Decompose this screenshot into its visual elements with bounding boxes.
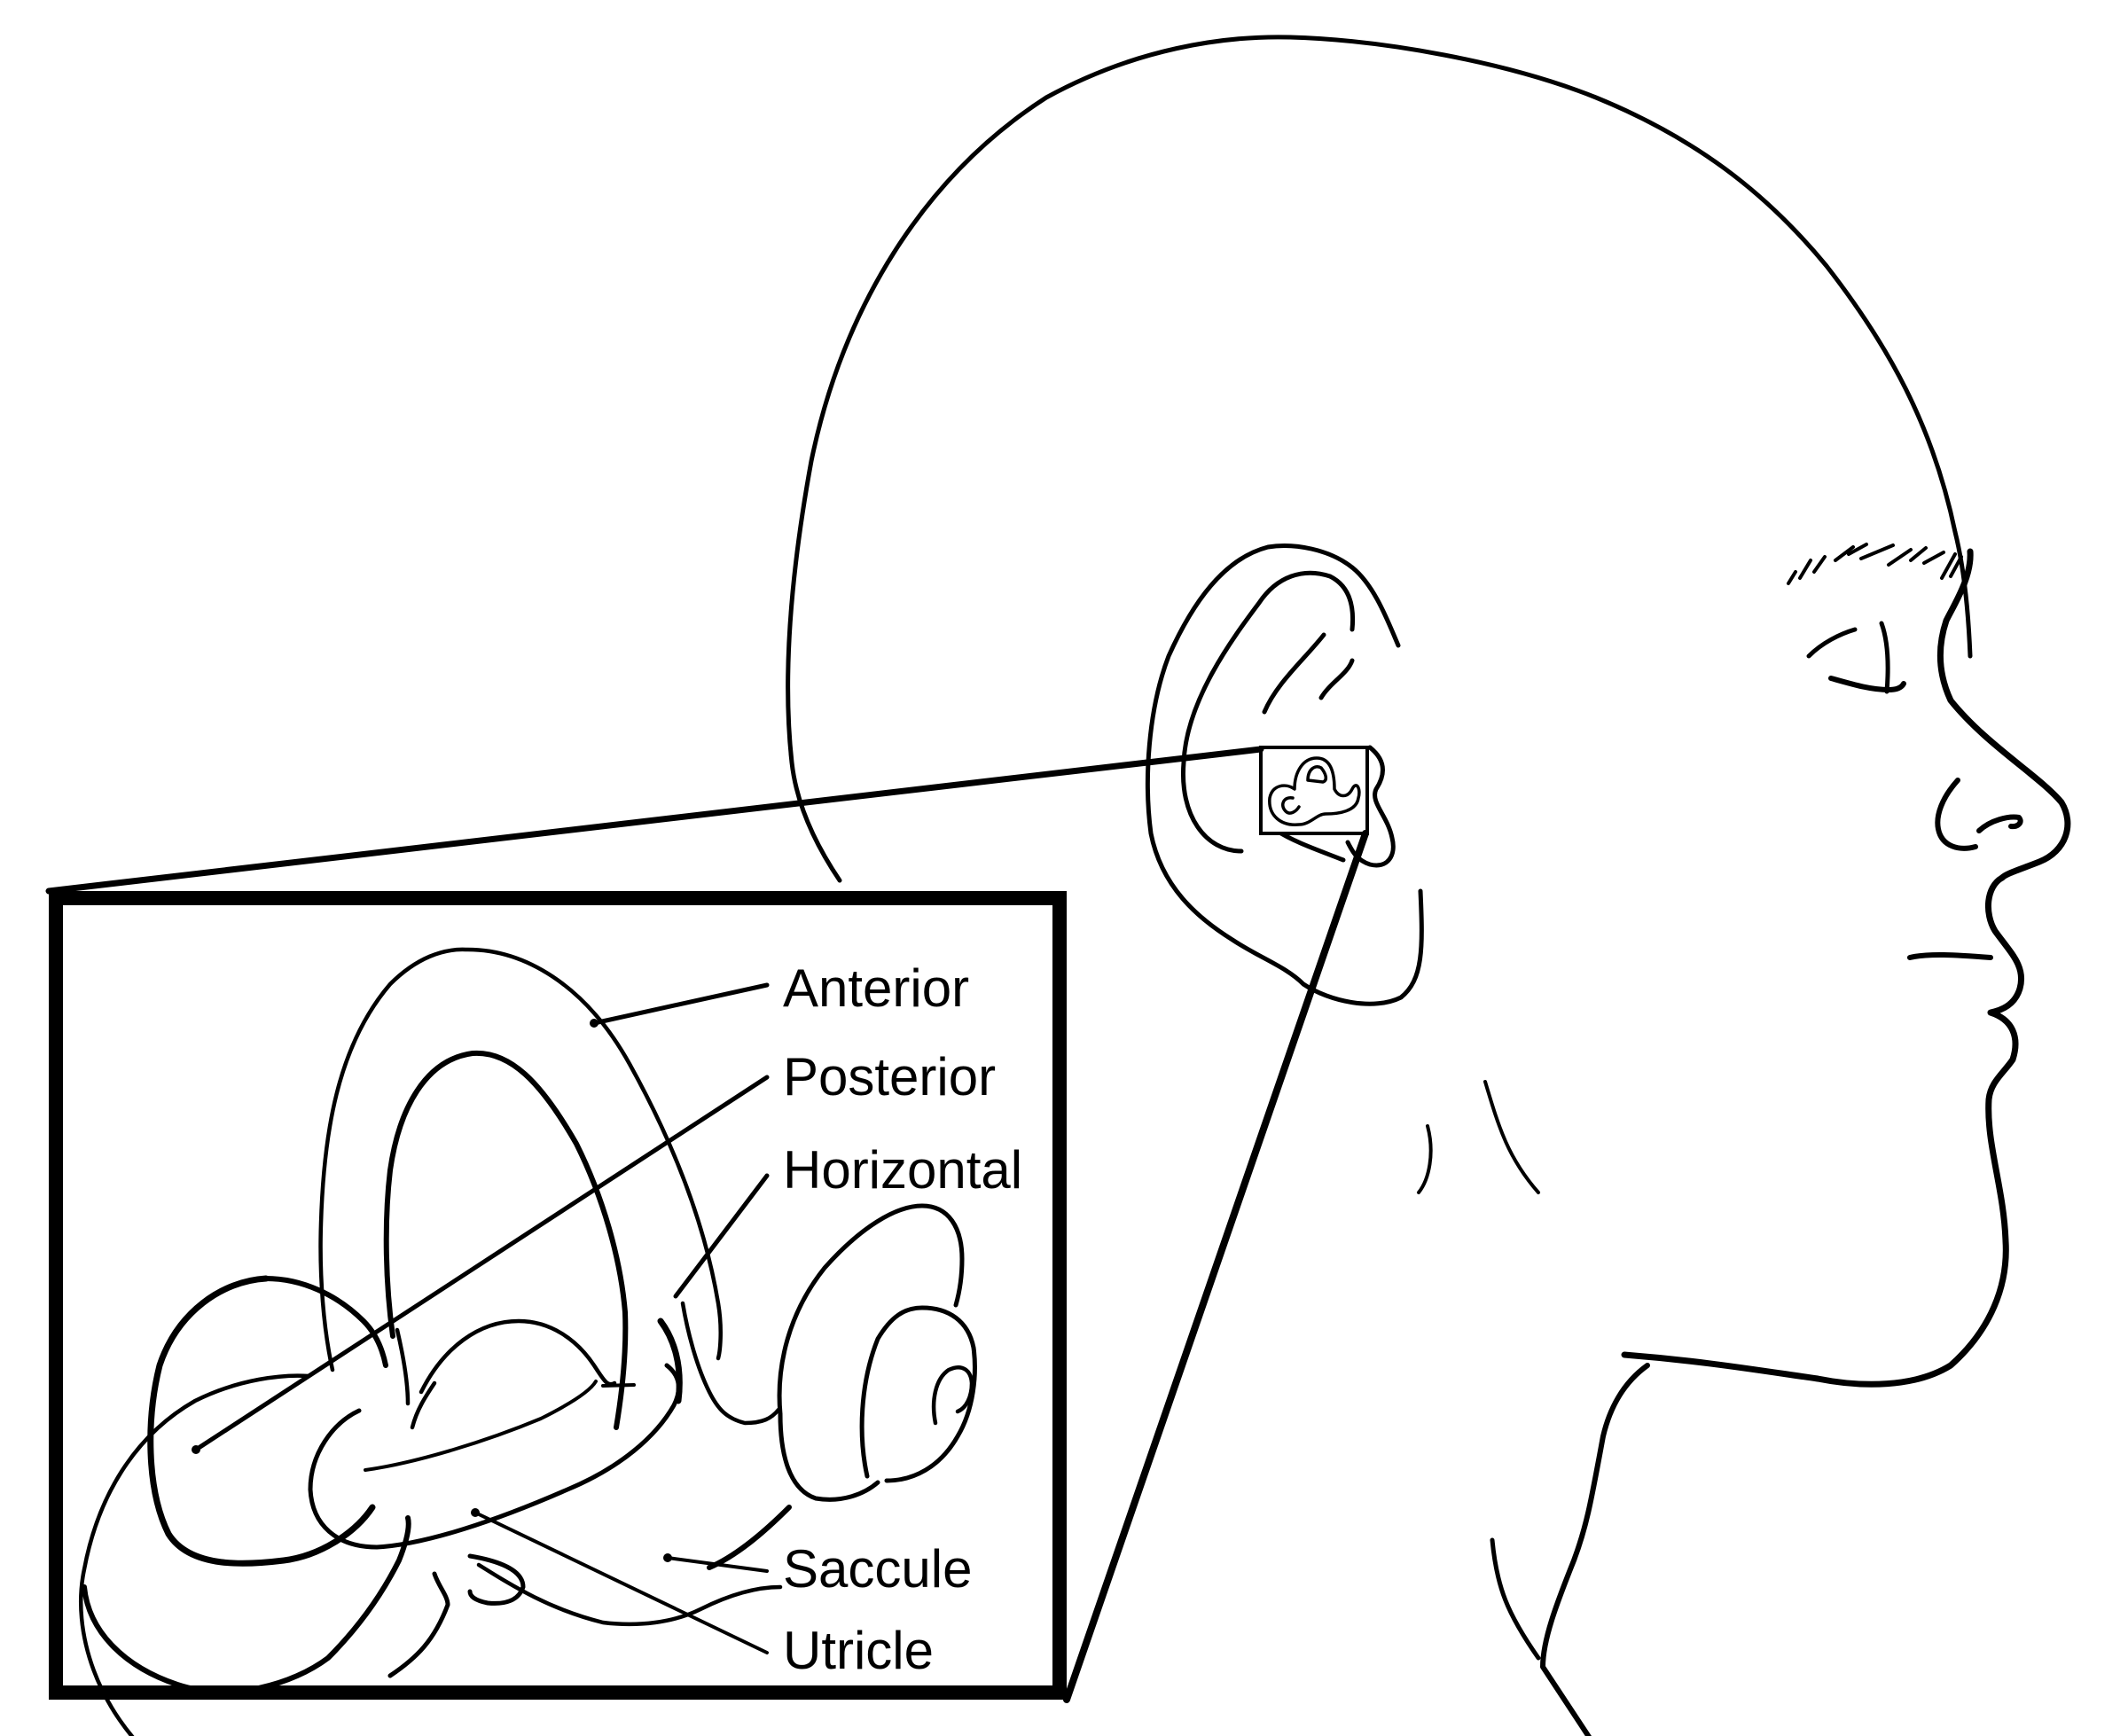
zoom-connector-lines <box>45 746 1369 1703</box>
eyebrow <box>1787 543 1963 585</box>
head-outline <box>786 35 2071 1736</box>
horizontal-canal <box>308 1363 681 1550</box>
label-utricle: Utricle <box>783 1621 935 1680</box>
posterior-canal-inner-top <box>263 1276 388 1368</box>
label-saccule: Saccule <box>783 1539 973 1599</box>
vestibule <box>476 1562 783 1627</box>
inner-ear-illustration <box>78 947 977 1736</box>
eye-upper-line <box>1806 627 1858 659</box>
mouth-line <box>1907 951 1993 960</box>
horizontal-pointer <box>673 1173 770 1299</box>
locator-box <box>1259 746 1369 835</box>
saccule-pointer <box>663 1553 769 1573</box>
posterior-pointer <box>192 1075 770 1454</box>
posterior-canal-outer <box>78 1373 311 1736</box>
eyelid-line <box>1879 621 1890 694</box>
label-anterior: Anterior <box>783 958 970 1018</box>
face-features <box>1787 543 2023 960</box>
posterior-canal-outer-lower <box>82 1515 411 1695</box>
anterior-canal-inner <box>383 1050 629 1430</box>
label-posterior: Posterior <box>783 1047 997 1107</box>
anterior-canal-outer <box>318 947 723 1372</box>
external-ear <box>1145 543 1424 1006</box>
label-horizontal: Horizontal <box>783 1140 1023 1200</box>
eyelash-line <box>1828 676 1906 692</box>
posterior-canal-inner <box>147 1275 376 1567</box>
nostril-wing <box>1935 778 1978 851</box>
nostril <box>1976 814 2023 833</box>
label-pointers <box>192 982 770 1654</box>
anterior-pointer <box>590 982 770 1028</box>
utricle-pointer <box>471 1508 769 1654</box>
